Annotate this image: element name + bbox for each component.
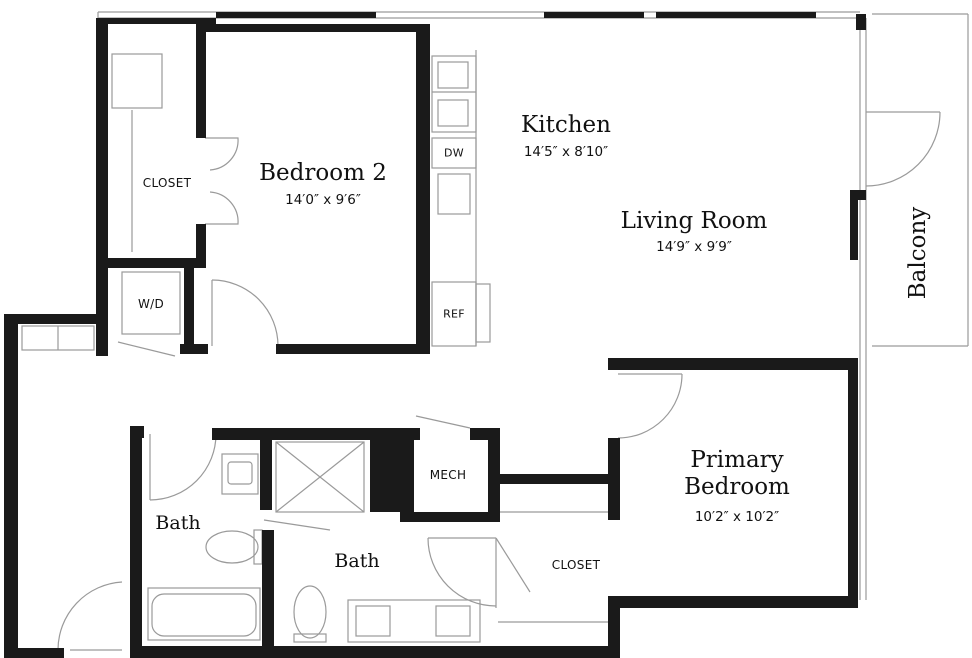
walls: [4, 14, 866, 658]
refrigerator-label: REF: [443, 307, 465, 321]
bath2-name: Bath: [334, 550, 380, 572]
window-marks: [216, 12, 816, 18]
closet-primary-label: CLOSET: [551, 558, 601, 572]
living-room-name: Living Room: [620, 208, 768, 234]
mech-label: MECH: [429, 468, 467, 482]
primary-bedroom-dims: 10′2″ x 10′2″: [694, 509, 780, 525]
living-room-dims: 14′9″ x 9′9″: [656, 239, 732, 255]
dishwasher-label: DW: [444, 146, 464, 160]
bedroom2-name: Bedroom 2: [259, 160, 387, 186]
primary-bedroom-name-line1: Primary: [690, 447, 784, 473]
kitchen-dims: 14′5″ x 8′10″: [523, 144, 609, 160]
kitchen-name: Kitchen: [521, 112, 611, 138]
bath1-name: Bath: [155, 512, 201, 534]
balcony-name: Balcony: [905, 206, 931, 300]
bedroom2-dims: 14′0″ x 9′6″: [285, 192, 361, 208]
closet-bedroom2-label: CLOSET: [142, 176, 192, 190]
wd-label: W/D: [137, 297, 165, 311]
thin-lines: [21, 11, 969, 651]
primary-bedroom-name-line2: Bedroom: [684, 474, 790, 500]
